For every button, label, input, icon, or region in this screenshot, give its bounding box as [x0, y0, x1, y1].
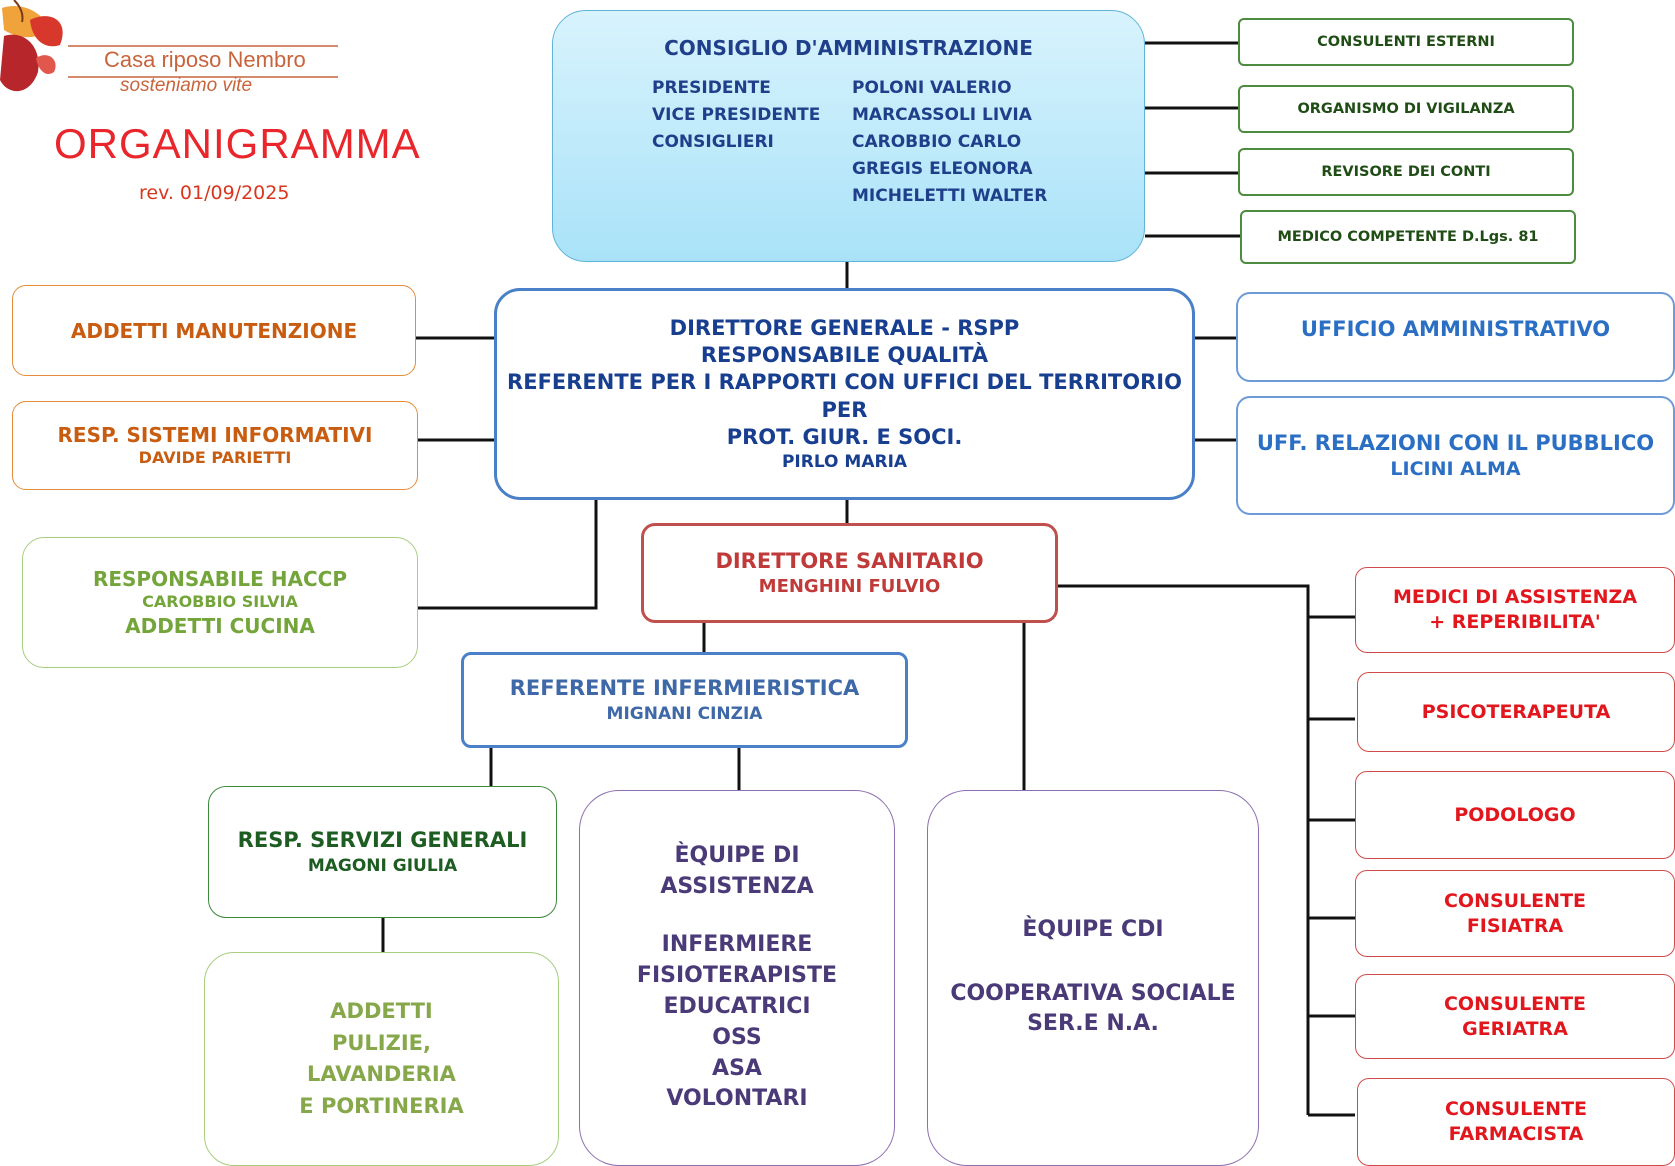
box-label: MEDICO COMPETENTE D.Lgs. 81 [1277, 228, 1539, 245]
consultant-line: FARMACISTA [1448, 1123, 1584, 1145]
board-member: MICHELETTI WALTER [852, 186, 1048, 206]
health-director-name: MENGHINI FULVIO [758, 575, 941, 597]
company-doctor-box: MEDICO COMPETENTE D.Lgs. 81 [1240, 210, 1576, 264]
consultant-line: FISIATRA [1466, 914, 1564, 937]
health-director-title: DIRETTORE SANITARIO [715, 548, 984, 573]
consultant-line: GERIATRA [1462, 1017, 1568, 1040]
assistance-doctors-box: MEDICI DI ASSISTENZA + REPERIBILITA' [1355, 567, 1675, 653]
box-label: REVISORE DEI CONTI [1321, 163, 1491, 180]
page-title: ORGANIGRAMMA [54, 120, 421, 167]
cdi-team-box: ÈQUIPE CDI COOPERATIVA SOCIALE SER.E N.A… [927, 790, 1259, 1166]
care-team-title: ASSISTENZA [660, 873, 814, 899]
psychotherapist-box: PSICOTERAPEUTA [1357, 672, 1675, 752]
external-consultants-box: CONSULENTI ESTERNI [1238, 18, 1574, 66]
director-line: REFERENTE PER I RAPPORTI CON UFFICI DEL … [507, 370, 1182, 422]
urp-title: UFF. RELAZIONI CON IL PUBBLICO [1256, 430, 1655, 455]
director-line: PROT. GIUR. E SOCI. [726, 424, 963, 449]
cleaning-box: ADDETTI PULIZIE, LAVANDERIA E PORTINERIA [204, 952, 559, 1166]
it-title: RESP. SISTEMI INFORMATIVI [57, 423, 373, 448]
maintenance-box: ADDETTI MANUTENZIONE [12, 285, 416, 376]
board-title: CONSIGLIO D'AMMINISTRAZIONE [664, 36, 1033, 60]
logo-tagline: sosteniamo vite [120, 75, 253, 96]
logo: Casa riposo Nembro sosteniamo vite [0, 0, 345, 110]
board-member: CAROBBIO CARLO [852, 132, 1022, 152]
health-director-box: DIRETTORE SANITARIO MENGHINI FULVIO [641, 523, 1058, 623]
logo-rule [68, 45, 338, 78]
box-label: ORGANISMO DI VIGILANZA [1297, 100, 1515, 117]
director-line: RESPONSABILE QUALITÀ [700, 343, 989, 367]
general-services-box: RESP. SERVIZI GENERALI MAGONI GIULIA [208, 786, 557, 918]
consultant-line: PODOLOGO [1454, 803, 1576, 826]
public-relations-box: UFF. RELAZIONI CON IL PUBBLICO LICINI AL… [1236, 396, 1675, 515]
board-of-directors-box: CONSIGLIO D'AMMINISTRAZIONE PRESIDENTE V… [552, 10, 1145, 262]
consultant-line: CONSULENTE [1443, 992, 1587, 1015]
it-systems-box: RESP. SISTEMI INFORMATIVI DAVIDE PARIETT… [12, 401, 418, 490]
haccp-sub: ADDETTI CUCINA [125, 613, 315, 638]
geriatrician-box: CONSULENTE GERIATRA [1355, 974, 1675, 1059]
pharmacist-box: CONSULENTE FARMACISTA [1357, 1078, 1675, 1166]
consultant-line: CONSULENTE [1444, 1098, 1588, 1121]
revision-date: rev. 01/09/2025 [139, 182, 290, 204]
autumn-leaves-logo-icon [0, 0, 63, 92]
consultant-line: PSICOTERAPEUTA [1421, 700, 1611, 723]
cleaning-line: PULIZIE, [331, 1030, 431, 1055]
care-team-member: FISIOTERAPISTE [636, 963, 838, 989]
care-team-member: ASA [712, 1055, 762, 1081]
admin-title: UFFICIO AMMINISTRATIVO [1300, 317, 1611, 341]
administrative-office-box: UFFICIO AMMINISTRATIVO [1236, 292, 1675, 382]
auditor-box: REVISORE DEI CONTI [1238, 148, 1574, 196]
director-line: DIRETTORE GENERALE - RSPP [669, 315, 1020, 340]
board-roles: PRESIDENTE VICE PRESIDENTE CONSIGLIERI [652, 75, 820, 156]
board-role: PRESIDENTE [652, 78, 771, 98]
maintenance-title: ADDETTI MANUTENZIONE [70, 318, 358, 343]
nursing-referent-box: REFERENTE INFERMIERISTICA MIGNANI CINZIA [461, 652, 908, 748]
board-role: VICE PRESIDENTE [652, 105, 821, 125]
urp-name: LICINI ALMA [1390, 457, 1521, 480]
care-team-box: ÈQUIPE DI ASSISTENZA INFERMIERE FISIOTER… [579, 790, 895, 1166]
podiatrist-box: PODOLOGO [1355, 771, 1675, 859]
cdi-line: SER.E N.A. [1027, 1011, 1159, 1037]
supervisory-body-box: ORGANISMO DI VIGILANZA [1238, 85, 1574, 133]
board-role: CONSIGLIERI [652, 132, 774, 152]
cdi-title: ÈQUIPE CDI [1022, 916, 1164, 942]
board-member: GREGIS ELEONORA [852, 159, 1033, 179]
board-members: POLONI VALERIO MARCASSOLI LIVIA CAROBBIO… [852, 75, 1047, 210]
nursing-name: MIGNANI CINZIA [606, 703, 763, 724]
haccp-box: RESPONSABILE HACCP CAROBBIO SILVIA ADDET… [22, 537, 418, 668]
logo-name: Casa riposo Nembro [104, 47, 306, 72]
board-member: POLONI VALERIO [852, 78, 1012, 98]
it-name: DAVIDE PARIETTI [138, 448, 292, 468]
haccp-name: CAROBBIO SILVIA [142, 592, 298, 612]
haccp-title: RESPONSABILE HACCP [92, 567, 348, 592]
nursing-title: REFERENTE INFERMIERISTICA [509, 676, 860, 701]
services-name: MAGONI GIULIA [307, 855, 458, 876]
cdi-line: COOPERATIVA SOCIALE [950, 980, 1236, 1006]
consultant-line: + REPERIBILITA' [1429, 611, 1601, 633]
cleaning-line: E PORTINERIA [299, 1093, 464, 1118]
physiatrist-box: CONSULENTE FISIATRA [1355, 870, 1675, 957]
care-team-title: ÈQUIPE DI [674, 842, 800, 868]
care-team-member: VOLONTARI [666, 1086, 808, 1112]
care-team-member: EDUCATRICI [663, 994, 811, 1019]
cleaning-line: ADDETTI [330, 999, 433, 1023]
care-team-member: OSS [712, 1024, 762, 1050]
consultant-line: CONSULENTE [1443, 889, 1587, 912]
care-team-member: INFERMIERE [661, 932, 813, 958]
director-name: PIRLO MARIA [781, 452, 908, 473]
box-label: CONSULENTI ESTERNI [1317, 33, 1495, 50]
board-member: MARCASSOLI LIVIA [852, 105, 1032, 125]
services-title: RESP. SERVIZI GENERALI [237, 828, 528, 853]
consultant-line: MEDICI DI ASSISTENZA [1392, 586, 1638, 609]
general-director-box: DIRETTORE GENERALE - RSPP RESPONSABILE Q… [494, 288, 1195, 500]
cleaning-line: LAVANDERIA [307, 1062, 456, 1086]
